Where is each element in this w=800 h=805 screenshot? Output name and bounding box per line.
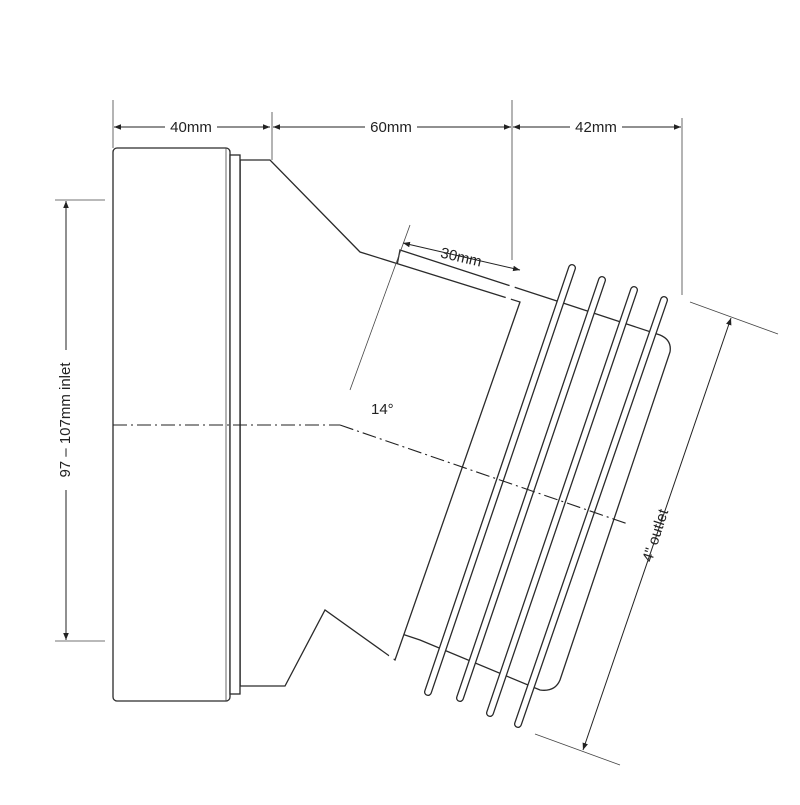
dim-inlet-length: 40mm xyxy=(170,119,212,136)
dim-angle: 14° xyxy=(371,401,394,418)
dim-outlet-length: 42mm xyxy=(575,119,617,136)
rib xyxy=(456,276,606,702)
rib xyxy=(381,247,527,683)
dim-outlet-diameter: 4" outlet xyxy=(639,506,672,564)
centerline xyxy=(113,424,629,525)
dim-body-length: 60mm xyxy=(370,119,412,136)
dim-inlet-diameter: 97 – 107mm inlet xyxy=(57,362,74,478)
extension-lines xyxy=(55,100,779,766)
